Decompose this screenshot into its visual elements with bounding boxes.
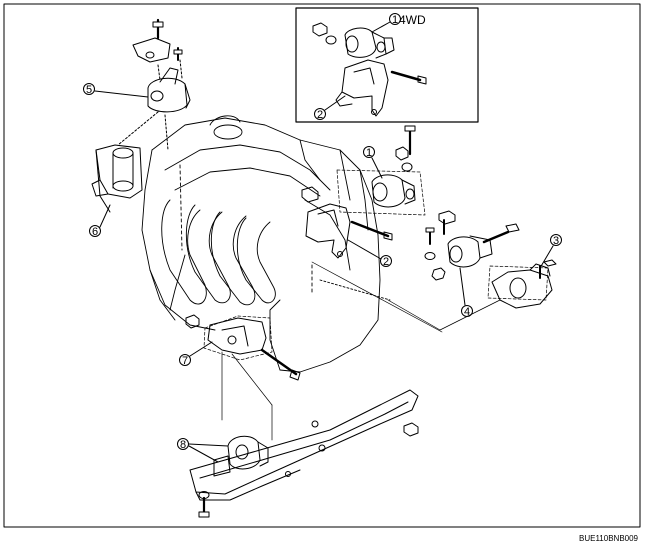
callout-2-inset-circle [314, 108, 326, 120]
callout-2-inset-label: 2 [317, 109, 323, 121]
transmission-mount-bracket-3 [487, 259, 557, 309]
rear-mount-bracket-7 [185, 314, 301, 381]
inset-4wd: 4WD 1 2 [295, 7, 479, 123]
callout-4-label: 4 [464, 306, 470, 318]
callout-2-label: 2 [383, 256, 389, 268]
crossmember-mount-8 [198, 435, 269, 518]
inset-label: 4WD [399, 13, 426, 27]
callout-5-circle [83, 83, 95, 95]
callout-1-label: 1 [366, 147, 372, 159]
upper-left-mount [132, 18, 191, 113]
nut-icon [403, 422, 419, 437]
callout-1-circle [363, 146, 375, 158]
main-mount-bracket-2 [301, 186, 393, 259]
callout-5-label: 5 [86, 84, 92, 96]
inset-bolt-icon [390, 70, 422, 82]
figure-code: BUE110BNB009 [579, 534, 639, 543]
figure-frame [3, 3, 641, 528]
crossmember [189, 389, 419, 501]
callout-1-inset-circle [389, 13, 401, 25]
engine-block-illustration [141, 115, 391, 373]
inset-bracket [335, 59, 389, 117]
callout-7-label: 7 [182, 355, 188, 367]
washer-icon [325, 35, 337, 45]
transmission-mount-rubber-4 [424, 210, 520, 281]
inset-frame [295, 7, 479, 123]
callout-3-label: 3 [553, 235, 559, 247]
callout-3-circle [550, 234, 562, 246]
callout-1-inset-label: 1 [392, 14, 398, 26]
main-mount-rubber-1 [336, 125, 426, 216]
callout-2-circle [380, 255, 392, 267]
nut-icon [431, 267, 446, 281]
inset-mount-rubber [344, 27, 395, 59]
callout-7-circle [179, 354, 191, 366]
nut-icon [312, 22, 328, 37]
callout-6-label: 6 [92, 226, 98, 238]
callout-6-circle [89, 225, 101, 237]
engine-mount-bracket-6 [91, 144, 143, 213]
callout-8-label: 8 [180, 439, 186, 451]
intake-manifold [161, 199, 276, 311]
